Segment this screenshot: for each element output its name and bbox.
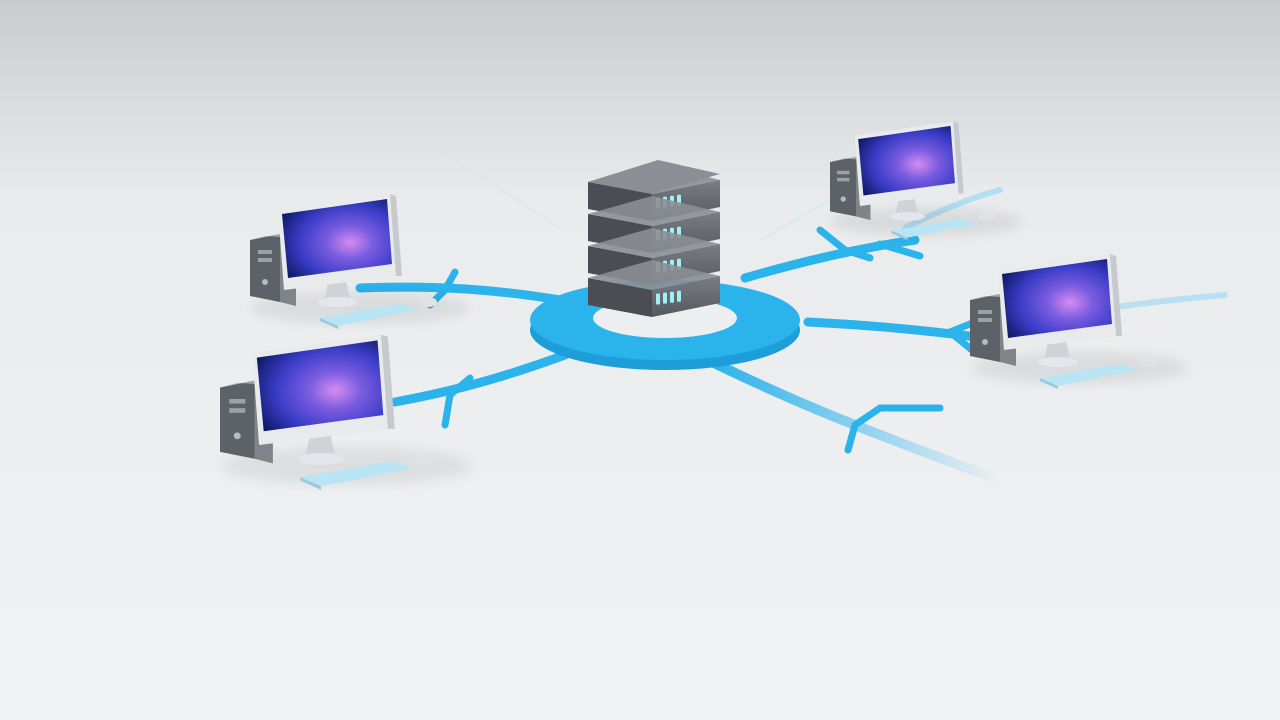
screen xyxy=(282,199,392,278)
server-led xyxy=(656,293,660,305)
server-rack-icon xyxy=(588,160,720,317)
desktop-computer-icon xyxy=(250,194,470,329)
desktop-computer-icon xyxy=(970,254,1190,389)
workstation-middle-right xyxy=(970,254,1190,389)
desktop-computer-icon xyxy=(830,121,1024,241)
server-led xyxy=(663,292,667,304)
server-led xyxy=(670,291,674,303)
screen xyxy=(858,125,955,196)
link-open-fork xyxy=(844,404,944,454)
link-open-lower-right xyxy=(707,357,1005,485)
workstation-top-right xyxy=(830,121,1024,241)
workstation-top-left xyxy=(250,194,470,329)
link-bottom-left-fork xyxy=(441,374,474,429)
link-bottom-left xyxy=(390,350,570,407)
link-top-right xyxy=(740,235,920,283)
screen xyxy=(256,340,384,432)
link-top-left xyxy=(355,282,565,305)
link-middle-right-glow xyxy=(1107,292,1228,311)
network-links xyxy=(355,187,1228,485)
server-led xyxy=(677,290,681,302)
link-top-right-fork xyxy=(816,226,924,262)
workstation-bottom-left xyxy=(220,334,473,490)
server-unit xyxy=(588,260,720,317)
link-middle-right xyxy=(803,317,990,343)
desktop-computer-icon xyxy=(220,334,473,490)
screen xyxy=(1002,259,1112,338)
